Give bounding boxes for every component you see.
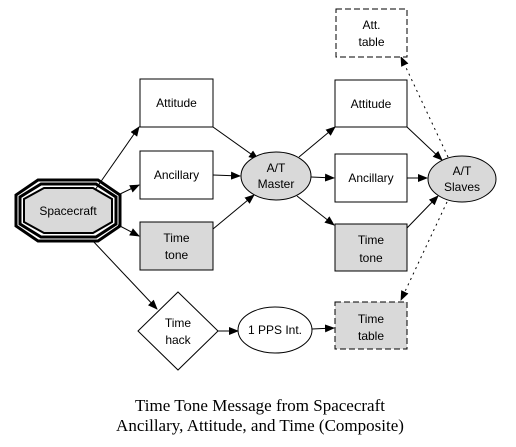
time-tone-right-line1: Time bbox=[358, 233, 385, 247]
node-att-table: Att. table bbox=[335, 8, 408, 58]
time-hack-line1: Time bbox=[165, 316, 192, 330]
time-tone-left-line1: Time bbox=[163, 231, 190, 245]
edge-spacecraft-time-hack bbox=[91, 239, 158, 310]
node-at-slaves: A/T Slaves bbox=[427, 155, 497, 203]
edge-spacecraft-time-tone bbox=[117, 224, 140, 237]
spacecraft-label: Spacecraft bbox=[39, 204, 97, 218]
att-table-label-line2: table bbox=[358, 35, 384, 49]
at-master-line1: A/T bbox=[267, 161, 286, 175]
node-at-master: A/T Master bbox=[240, 151, 312, 201]
caption-line2: Ancillary, Attitude, and Time (Composite… bbox=[116, 416, 404, 435]
node-attitude-right: Attitude bbox=[334, 79, 408, 128]
edge-master-attitude-right bbox=[298, 126, 336, 158]
attitude-right-label: Attitude bbox=[351, 97, 392, 111]
attitude-left-label: Attitude bbox=[156, 96, 197, 110]
edge-attitude-right-slaves bbox=[406, 126, 443, 161]
node-spacecraft: Spacecraft bbox=[14, 178, 122, 243]
node-time-tone-left: Time tone bbox=[139, 221, 214, 271]
edge-time-tone-master bbox=[212, 194, 255, 230]
node-time-hack: Time hack bbox=[137, 291, 219, 371]
time-table-line1: Time bbox=[358, 312, 385, 326]
time-hack-line2: hack bbox=[165, 333, 191, 347]
node-ancillary-right: Ancillary bbox=[334, 153, 408, 203]
node-time-tone-right: Time tone bbox=[334, 223, 408, 272]
at-slaves-line1: A/T bbox=[453, 164, 472, 178]
edge-slaves-att-table bbox=[400, 56, 449, 158]
edge-time-tone-right-slaves bbox=[406, 195, 439, 229]
at-master-line2: Master bbox=[258, 177, 295, 191]
node-pps-int: 1 PPS Int. bbox=[237, 306, 313, 354]
edge-master-time-tone-right bbox=[296, 195, 335, 226]
edge-slaves-time-table bbox=[400, 201, 448, 301]
edge-spacecraft-attitude bbox=[94, 126, 140, 191]
edge-ancillary-master bbox=[212, 171, 241, 180]
ancillary-right-label: Ancillary bbox=[348, 171, 393, 185]
time-tone-left-line2: tone bbox=[165, 248, 189, 262]
edge-pps-time-table bbox=[311, 324, 335, 333]
edge-attitude-master bbox=[212, 126, 259, 160]
time-table-line2: table bbox=[358, 329, 384, 343]
att-table-label-line1: Att. bbox=[362, 18, 380, 32]
edge-master-ancillary-right bbox=[310, 173, 335, 182]
edge-spacecraft-ancillary bbox=[117, 184, 140, 196]
edges bbox=[91, 56, 449, 335]
pps-int-label: 1 PPS Int. bbox=[248, 323, 302, 337]
caption: Time Tone Message from Spacecraft Ancill… bbox=[116, 396, 404, 435]
at-slaves-line2: Slaves bbox=[444, 180, 480, 194]
node-attitude-left: Attitude bbox=[139, 78, 214, 128]
time-tone-right-line2: tone bbox=[359, 251, 383, 265]
node-ancillary-left: Ancillary bbox=[139, 150, 214, 200]
ancillary-left-label: Ancillary bbox=[154, 168, 199, 182]
node-time-table: Time table bbox=[334, 301, 408, 350]
caption-line1: Time Tone Message from Spacecraft bbox=[135, 396, 385, 415]
